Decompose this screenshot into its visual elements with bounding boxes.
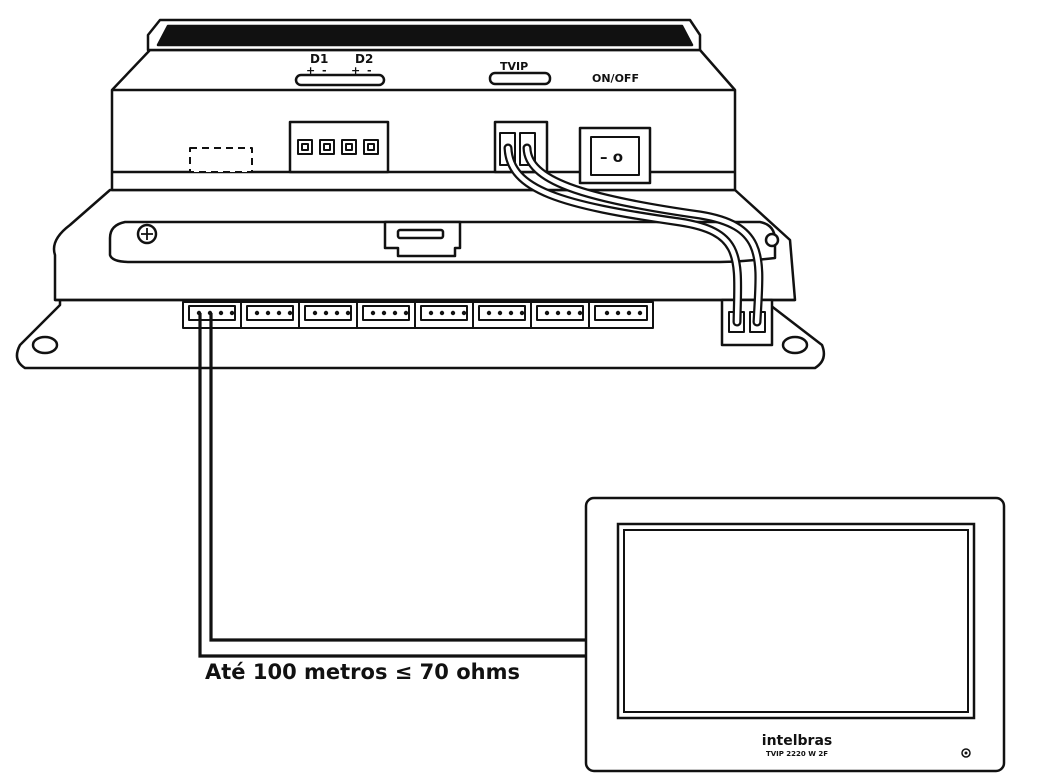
- controller-labels: D1 D2 + - + - TVIP ON/OFF – o: [306, 52, 639, 166]
- switch-symbols: – o: [600, 148, 623, 166]
- mounting-hole-left: [31, 335, 59, 355]
- power-label: ON/OFF: [592, 72, 639, 85]
- dashed-slot: [189, 147, 253, 173]
- bus-cable: [198, 313, 586, 658]
- tvip-label: TVIP: [500, 60, 528, 73]
- tvip-loop-cable: [503, 143, 764, 327]
- d2-label: D2: [355, 52, 373, 66]
- indoor-monitor: [584, 496, 1006, 773]
- d1-label: D1: [310, 52, 328, 66]
- tvip-label-pill: [488, 71, 552, 86]
- monitor-brand: intelbras: [762, 733, 832, 749]
- d2-minus: -: [367, 64, 372, 77]
- d1-plus: +: [306, 64, 315, 77]
- bottom-terminal-row: [182, 301, 654, 329]
- controller-unit: [15, 18, 826, 370]
- monitor-screen: [623, 529, 969, 713]
- mounting-hole-right: [781, 335, 809, 355]
- d1-minus: -: [322, 64, 327, 77]
- d-label-pill: [294, 73, 386, 87]
- cable-length-note: Até 100 metros ≤ 70 ohms: [205, 660, 520, 684]
- monitor-model: TVIP 2220 W 2F: [766, 750, 828, 758]
- d2-plus: +: [351, 64, 360, 77]
